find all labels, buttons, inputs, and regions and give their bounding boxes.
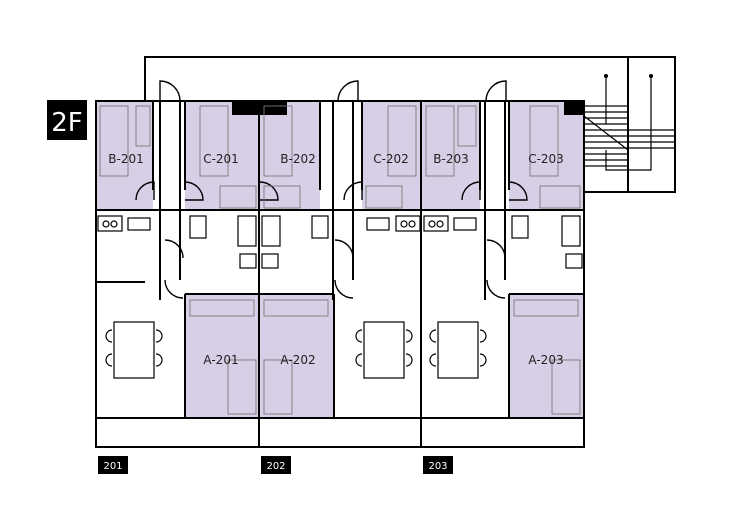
wall-blocks [232,101,584,115]
unit-label-201: 201 [103,461,122,472]
room-a-202 [260,294,334,418]
unit-label-202: 202 [266,461,285,472]
walls [95,56,676,448]
dining-furniture [105,321,487,379]
room-labels: B-201 C-201 A-201 B-202 C-202 A-202 B-20… [108,152,564,367]
room-label-a-203: A-203 [528,353,563,367]
room-label-c-203: C-203 [528,152,564,166]
room-a-203 [509,294,583,418]
room-c-203 [509,102,583,210]
room-b-203 [422,102,480,210]
doors [135,80,528,299]
floor-label: 2F [51,108,83,138]
room-a-201 [185,294,259,418]
room-c-201 [185,102,259,210]
room-label-b-201: B-201 [108,152,143,166]
fixtures [97,215,583,269]
room-label-c-201: C-201 [203,152,239,166]
room-label-a-202: A-202 [280,353,315,367]
unit-labels: 201 202 203 [98,456,453,474]
unit-label-203: 203 [428,461,447,472]
room-b-202 [260,102,320,210]
bedroom-furniture [99,105,581,415]
room-c-202 [362,102,420,210]
bedroom-fills [97,102,583,418]
floor-badge: 2F [47,100,87,140]
room-label-b-202: B-202 [280,152,315,166]
stairs [583,74,675,171]
room-label-a-201: A-201 [203,353,238,367]
room-label-b-203: B-203 [433,152,468,166]
room-label-c-202: C-202 [373,152,409,166]
room-b-201 [97,102,153,210]
